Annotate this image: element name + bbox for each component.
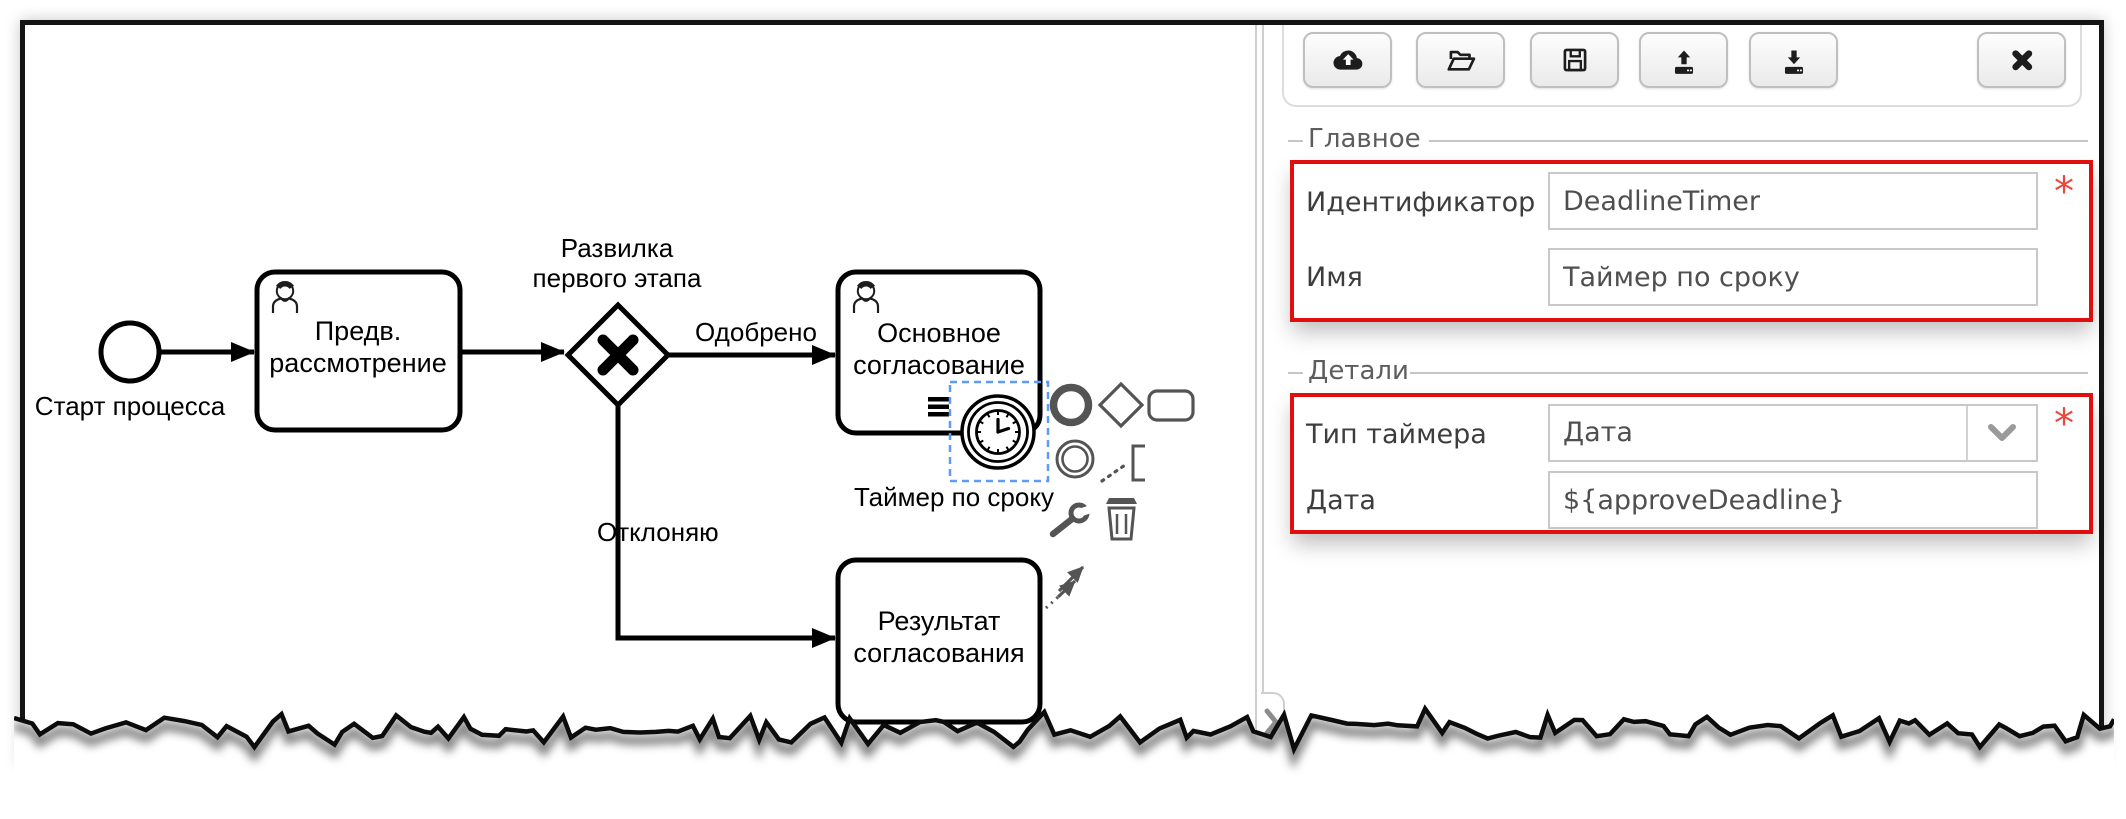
cloud-upload-button[interactable]	[1303, 32, 1392, 88]
panel-toolbar	[1282, 25, 2082, 107]
start-event[interactable]	[98, 320, 162, 384]
section-legend-main: Главное	[1308, 124, 1421, 154]
svg-text:рассмотрение: рассмотрение	[269, 348, 446, 378]
timer-event-label: Таймер по сроку	[854, 482, 1054, 512]
svg-text:согласование: согласование	[853, 350, 1025, 380]
x-marker-icon	[597, 334, 639, 376]
legend-line	[1288, 372, 1303, 374]
gateway-label: Развилка	[561, 233, 674, 263]
chevron-right-icon	[1264, 708, 1279, 736]
svg-text:Основное: Основное	[877, 318, 1001, 348]
flow-rejected-label: Отклоняю	[597, 517, 719, 547]
gateway-label: первого этапа	[533, 263, 702, 293]
pad-trash-icon[interactable]	[1106, 498, 1137, 541]
date-input[interactable]	[1548, 471, 2038, 529]
task-preliminary[interactable]: Предв. рассмотрение	[254, 269, 463, 433]
download-icon	[1784, 50, 1803, 74]
folder-open-icon	[1446, 50, 1475, 71]
svg-text:согласования: согласования	[853, 638, 1024, 668]
required-asterisk: *	[2054, 169, 2074, 215]
legend-line	[1429, 140, 2088, 142]
identifier-input[interactable]	[1548, 172, 2038, 230]
open-file-button[interactable]	[1416, 32, 1505, 88]
required-asterisk: *	[2054, 401, 2074, 447]
svg-text:Предв.: Предв.	[315, 316, 401, 346]
pad-text-annotation-icon[interactable]	[1100, 444, 1145, 483]
save-button[interactable]	[1530, 32, 1619, 88]
panel-divider	[1255, 25, 1257, 762]
gateway-exclusive[interactable]	[564, 301, 672, 409]
upload-button[interactable]	[1639, 32, 1728, 88]
date-label: Дата	[1306, 485, 1376, 516]
svg-text:Результат: Результат	[878, 606, 1001, 636]
editor-window: Одобрено Отклоняю Старт процесса Предв. …	[20, 20, 2104, 770]
upload-icon	[1674, 50, 1693, 74]
name-label: Имя	[1306, 262, 1363, 293]
pad-append-end-event-icon[interactable]	[1049, 383, 1093, 427]
pad-connect-icon[interactable]	[1044, 565, 1085, 610]
section-legend-details: Детали	[1308, 356, 1409, 386]
pad-wrench-icon[interactable]	[1049, 502, 1096, 538]
panel-collapse-tab[interactable]	[1261, 692, 1285, 770]
close-panel-button[interactable]	[1977, 32, 2066, 88]
flow-approved-label: Одобрено	[695, 317, 817, 347]
save-icon	[1563, 48, 1586, 72]
task-main[interactable]: Основное согласование	[835, 269, 1043, 436]
timer-type-select[interactable]: Дата	[1548, 404, 2038, 462]
pad-append-gateway-icon[interactable]	[1097, 381, 1145, 429]
timer-type-value: Дата	[1563, 417, 1633, 448]
task-result[interactable]: Результат согласования	[835, 557, 1043, 725]
selection-box	[948, 380, 1050, 483]
clock-hands-icon	[996, 417, 1011, 434]
identifier-label: Идентификатор	[1306, 187, 1536, 218]
panel-divider-inner	[1262, 25, 1264, 762]
cloud-upload-icon	[1332, 50, 1362, 70]
clock-ticks-icon	[977, 411, 1019, 453]
flow-rejected[interactable]	[615, 405, 836, 648]
start-event-label: Старт процесса	[35, 391, 226, 421]
close-icon	[2011, 50, 2032, 71]
timer-type-label: Тип таймера	[1306, 419, 1487, 450]
pad-append-task-icon[interactable]	[1147, 389, 1195, 422]
legend-line	[1410, 372, 2088, 374]
bpmn-canvas[interactable]: Одобрено Отклоняю Старт процесса Предв. …	[25, 25, 1253, 762]
hamburger-icon	[928, 397, 949, 417]
chevron-down-icon	[1988, 424, 2016, 441]
context-pad	[1044, 381, 1195, 610]
pad-append-intermediate-event-icon[interactable]	[1055, 439, 1095, 479]
boundary-timer-event[interactable]	[960, 394, 1036, 470]
download-button[interactable]	[1749, 32, 1838, 88]
name-input[interactable]	[1548, 248, 2038, 306]
legend-line	[1288, 140, 1303, 142]
